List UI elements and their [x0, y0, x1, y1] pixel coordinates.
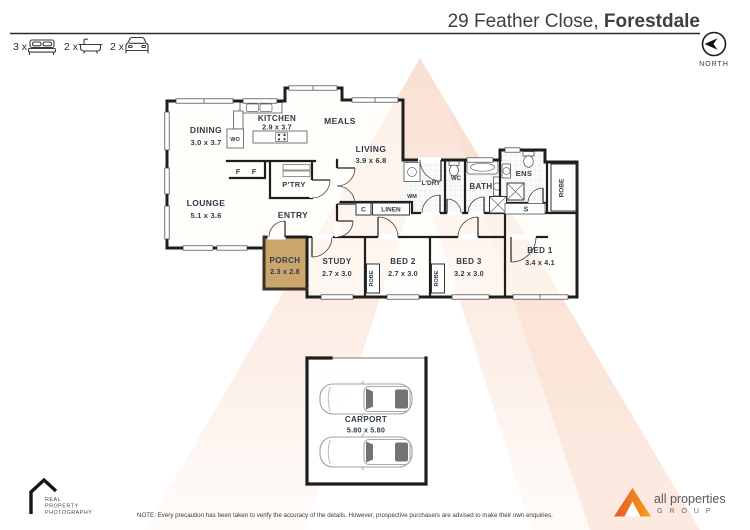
compass-circle-icon	[701, 31, 727, 57]
shelf-s	[504, 203, 546, 215]
room-label-ens-name: ENS	[516, 169, 533, 178]
house-outline-icon	[29, 477, 58, 514]
cars-count: 2 x	[110, 41, 125, 53]
compass-north-arrow-icon	[704, 38, 718, 50]
room-label-porch-name: PORCH	[270, 256, 301, 265]
doors	[267, 157, 544, 263]
room-label-wc-name: WC	[451, 176, 462, 182]
label-washing-machine: WM	[407, 194, 417, 200]
address-street: 29 Feather Close,	[448, 11, 604, 32]
header: 29 Feather Close, Forestdale NORTH 3 x 2…	[10, 11, 729, 68]
room-label-bath-name: BATH	[469, 182, 492, 191]
label-fridge-1: F	[236, 169, 241, 176]
room-label-dining-name: DINING	[190, 125, 222, 135]
pantry-shelf-1	[282, 164, 311, 171]
bed-icon	[27, 39, 57, 56]
room-label-meals-name: MEALS	[324, 116, 356, 126]
carport-floor	[307, 358, 426, 484]
feature-row: 3 x 2 x 2 x	[13, 36, 149, 56]
room-label-study-name: STUDY	[322, 257, 351, 266]
kitchen-counter	[233, 110, 244, 130]
storage	[355, 163, 577, 294]
sink-bowl-right	[259, 103, 273, 112]
ens-vanity	[501, 163, 511, 179]
porch-walls	[262, 235, 309, 291]
room-label-bed2-name: BED 2	[390, 257, 416, 266]
room-label-laundry-name: L'DRY	[422, 180, 442, 187]
baths-count: 2 x	[64, 41, 79, 53]
page-title: 29 Feather Close, Forestdale	[448, 11, 700, 32]
label-robe-main: ROBE	[559, 178, 566, 197]
bath-icon	[78, 38, 103, 54]
sink-bowl-left	[246, 103, 259, 112]
address-suburb: Forestdale	[604, 11, 700, 32]
photography-logo-line3: PHOTOGRAPHY	[45, 510, 92, 516]
agency-name: all properties	[654, 492, 726, 506]
island-bench	[252, 130, 308, 144]
carport: CARPORT 5.80 x 5.80	[305, 356, 428, 486]
car-top-view-2	[319, 433, 413, 471]
room-label-lounge-name: LOUNGE	[187, 198, 226, 208]
ens-toilet	[523, 155, 534, 168]
footer: REAL PROPERTY PHOTOGRAPHY NOTE: Every pr…	[29, 477, 726, 519]
room-label-carport-dims: 5.80 x 5.80	[347, 426, 385, 435]
disclaimer-note: NOTE: Every precaution has been taken to…	[137, 512, 553, 519]
label-robe-bed2: ROBE	[434, 270, 440, 286]
room-label-carport-name: CARPORT	[345, 415, 387, 424]
robe-main-box	[550, 163, 577, 212]
hob-outline	[275, 132, 288, 142]
pantry-shelf-2	[282, 170, 311, 177]
label-storage: S	[524, 207, 529, 214]
room-label-lounge-dims: 5.1 x 3.6	[191, 211, 222, 220]
fixtures	[226, 102, 535, 197]
photography-logo: REAL PROPERTY PHOTOGRAPHY	[29, 477, 92, 516]
walls	[165, 86, 579, 299]
bathtub-inner	[470, 162, 495, 172]
car-icon	[125, 36, 149, 54]
room-label-bed3-dims: 3.2 x 3.0	[454, 269, 484, 278]
agency-a-notch	[624, 501, 641, 517]
room-labels: DINING 3.0 x 3.7 KITCHEN 2.9 x 3.7 MEALS…	[187, 114, 566, 286]
photography-logo-line1: REAL	[45, 497, 61, 503]
room-label-dining-dims: 3.0 x 3.7	[191, 138, 222, 147]
room-label-entry-name: ENTRY	[278, 210, 309, 220]
robe-study-box	[366, 263, 380, 294]
washing-machine-drum	[407, 167, 417, 177]
car-top-view-1	[319, 380, 413, 418]
wall-oven	[226, 128, 244, 149]
room-label-kitchen-dims: 2.9 x 3.7	[262, 123, 292, 132]
porch-floor	[264, 237, 307, 289]
room-label-kitchen-name: KITCHEN	[258, 114, 296, 123]
windows	[164, 85, 569, 300]
room-label-living-name: LIVING	[356, 144, 387, 154]
room-label-bed1-name: BED 1	[527, 246, 553, 255]
label-wall-oven: WO	[230, 137, 240, 143]
photography-logo-line2: PROPERTY	[45, 504, 79, 510]
room-label-bed2-dims: 2.7 x 3.0	[388, 269, 418, 278]
compass: NORTH	[699, 31, 729, 68]
room-label-pantry-name: P'TRY	[282, 180, 306, 189]
label-robe-study: ROBE	[369, 270, 375, 286]
beds-count: 3 x	[13, 41, 28, 53]
room-label-study-dims: 2.7 x 3.0	[322, 269, 352, 278]
agency-group: G R O U P	[657, 506, 713, 515]
wc-toilet	[449, 164, 459, 177]
label-fridge-2: F	[252, 169, 257, 176]
linen-box	[372, 202, 410, 216]
label-cupboard: C	[361, 207, 366, 214]
carport-walls	[305, 356, 428, 486]
room-label-living-dims: 3.9 x 6.8	[356, 156, 387, 165]
washing-machine	[403, 162, 421, 182]
agency-logo: all properties G R O U P	[614, 488, 726, 517]
ens-basin	[502, 167, 511, 175]
room-label-bed3-name: BED 3	[456, 257, 482, 266]
room-label-bed1-dims: 3.4 x 4.1	[525, 258, 555, 267]
room-label-porch-dims: 2.3 x 2.8	[270, 267, 300, 276]
compass-label: NORTH	[699, 61, 729, 68]
label-linen: LINEN	[381, 207, 401, 214]
robe-bed2-box	[431, 263, 445, 294]
cupboard-box	[355, 202, 372, 216]
